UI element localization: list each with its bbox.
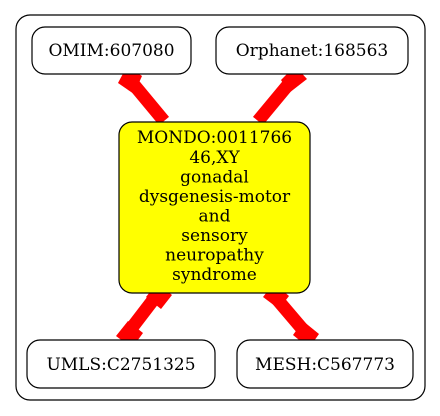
node-umls-box — [26, 339, 216, 389]
node-mondo-label-line: dysgenesis-motor — [139, 187, 291, 207]
node-mesh[interactable]: MESH:C567773 — [236, 339, 414, 389]
node-mondo-label-line: and — [199, 207, 231, 227]
node-omim-label: OMIM:607080 — [48, 41, 174, 61]
node-mondo-label-lines: 46,XYgonadaldysgenesis-motorandsensoryne… — [139, 148, 291, 285]
node-orphanet[interactable]: Orphanet:168563 — [215, 26, 409, 75]
node-mondo-label-line: syndrome — [172, 265, 257, 285]
node-mondo-label-line: 46,XY — [189, 148, 240, 168]
node-orphanet-box — [215, 26, 409, 75]
node-orphanet-label: Orphanet:168563 — [236, 41, 389, 61]
node-mondo-id: MONDO:0011766 — [137, 128, 292, 148]
node-mesh-label: MESH:C567773 — [255, 355, 395, 375]
node-umls[interactable]: UMLS:C2751325 — [26, 339, 216, 389]
node-mesh-box — [236, 339, 414, 389]
node-omim-box — [31, 26, 192, 75]
node-mondo-label-line: neuropathy — [165, 246, 264, 266]
node-mondo-box — [118, 121, 311, 294]
node-umls-label: UMLS:C2751325 — [46, 355, 195, 375]
node-mondo-label-line: sensory — [181, 226, 248, 246]
node-omim[interactable]: OMIM:607080 — [31, 26, 192, 75]
cluster-boundary — [15, 14, 426, 401]
node-mondo-label-line: gonadal — [180, 168, 249, 188]
node-mondo-center[interactable]: MONDO:0011766 46,XYgonadaldysgenesis-mot… — [118, 121, 311, 294]
